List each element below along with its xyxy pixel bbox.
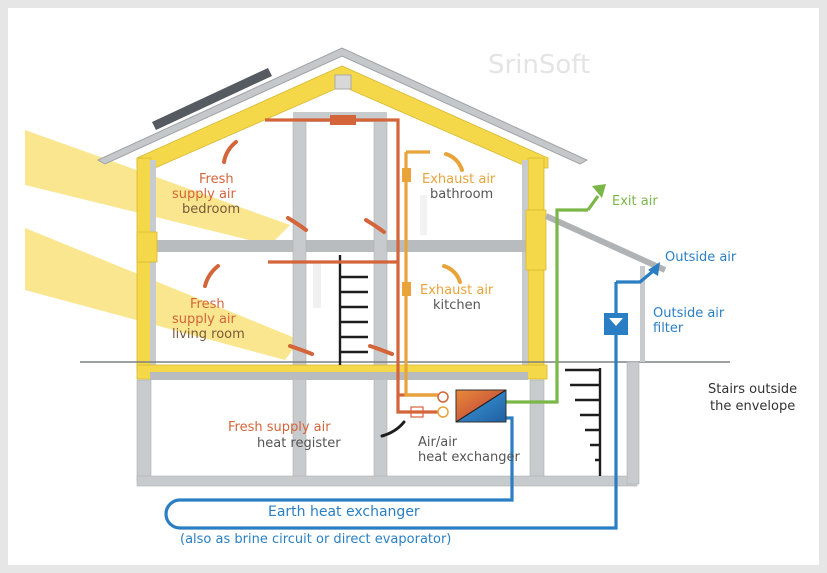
floor-insulation-left <box>136 231 158 263</box>
filter-funnel-icon <box>609 318 623 326</box>
left-wall-upper <box>136 157 152 371</box>
label-earth-exchanger: Earth heat exchanger <box>268 504 420 520</box>
outside-air-arrow-icon <box>648 262 660 276</box>
exhaust-valve-kitchen <box>402 282 411 296</box>
basement-wall-left <box>136 379 152 481</box>
annex-wall <box>626 361 640 485</box>
label-fresh-bedroom: Fresh supply air bedroom <box>172 172 240 217</box>
label-exit-air: Exit air <box>612 194 658 209</box>
duct-caption-strip <box>313 262 321 308</box>
upper-floor-slab <box>150 240 528 252</box>
label-earth-note: (also as brine circuit or direct evapora… <box>180 532 451 547</box>
supply-silencer <box>330 115 356 125</box>
exhaust-valve-bathroom <box>402 168 411 182</box>
exhaust-air-ducts <box>404 150 438 397</box>
solar-panel-icon <box>152 68 272 130</box>
lower-flow-arrow-right-icon <box>368 344 394 356</box>
heat-exchanger-diagonal <box>455 389 507 423</box>
sun-ray-lower <box>25 228 300 360</box>
exit-air-arrow-icon <box>592 184 606 198</box>
label-outside-air: Outside air <box>665 250 737 265</box>
upper-flow-arrow-right-icon <box>364 218 386 234</box>
heat-register-icon <box>410 406 424 418</box>
roof <box>96 47 589 165</box>
fan-icon-bottom <box>437 406 449 418</box>
label-outside-air-filter: Outside air filter <box>653 306 728 336</box>
bathroom-exhaust-arrow-icon <box>444 152 464 172</box>
label-stairs: Stairs outside the envelope <box>708 382 801 414</box>
label-heat-register: Fresh supply air heat register <box>228 420 341 451</box>
label-exhaust-kitchen: Exhaust air kitchen <box>420 283 497 313</box>
column-right <box>373 119 388 481</box>
living-supply-arrow-icon <box>203 264 220 288</box>
kitchen-exhaust-arrow-icon <box>442 264 462 284</box>
label-heat-exchanger: Air/air heat exchanger <box>418 435 521 465</box>
roof-vent <box>334 74 352 90</box>
interior-stairs <box>338 255 368 365</box>
watermark: SrinSoft <box>488 50 590 80</box>
label-fresh-living: Fresh supply air living room <box>172 297 245 342</box>
sun-ray-upper <box>25 130 290 245</box>
duct-caption-strip-2 <box>420 195 427 235</box>
annex-post <box>640 266 645 362</box>
upper-flow-arrow-left-icon <box>286 216 308 232</box>
floor-insulation-right <box>525 209 547 271</box>
heat-register-arrow-icon <box>380 420 406 438</box>
exit-air-duct <box>506 195 600 404</box>
fan-icon-top <box>437 391 449 403</box>
lower-flow-arrow-left-icon <box>288 344 314 356</box>
ground-floor-slab <box>150 372 528 380</box>
right-wall-structure <box>522 160 528 372</box>
outside-air-duct <box>164 270 654 530</box>
label-exhaust-bathroom: Exhaust air bathroom <box>422 172 499 202</box>
basement-wall-right <box>529 379 545 481</box>
annex-roof <box>544 213 667 273</box>
airflow-arrows <box>203 140 464 438</box>
outside-stairs <box>565 368 602 476</box>
left-wall-structure <box>150 160 156 370</box>
basement-floor <box>136 475 638 487</box>
bedroom-supply-arrow-icon <box>222 140 238 164</box>
